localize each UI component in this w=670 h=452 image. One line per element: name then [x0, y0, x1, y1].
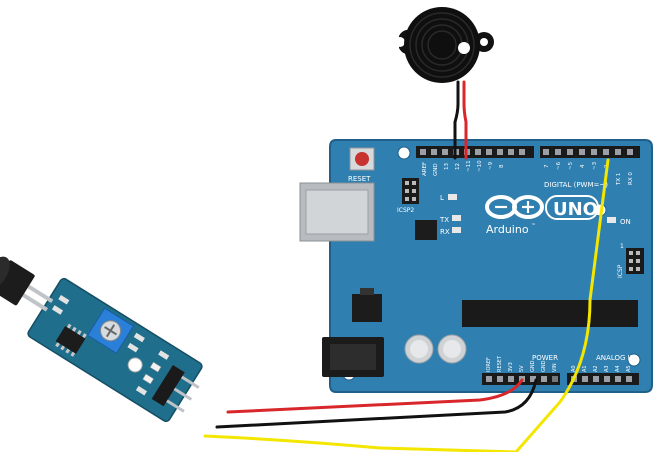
reset-button[interactable] — [349, 147, 375, 171]
led-on — [607, 217, 616, 223]
led-l — [448, 194, 457, 200]
pin-label-8: 8 — [499, 164, 505, 168]
atmega-microcontroller — [462, 300, 638, 327]
arduino-logo-icon — [485, 195, 544, 219]
smd-resistor — [51, 305, 64, 315]
analog-pin-label: A3 — [604, 365, 610, 372]
power-pin-label: 5V — [519, 365, 525, 372]
uno-badge — [545, 195, 599, 220]
pin-label-4: 4 — [580, 164, 586, 168]
digital-pwm-label: DIGITAL (PWM=~) — [544, 181, 608, 189]
potentiometer — [86, 307, 135, 354]
pin-label-9: ~9 — [488, 161, 494, 170]
power-pin-label: GND — [530, 360, 536, 372]
pin-label-aref: AREF — [422, 162, 428, 176]
power-pin-label: RESET — [497, 355, 503, 372]
pin-label-10: ~10 — [477, 160, 483, 172]
dc-power-jack — [322, 337, 384, 377]
reset-label: RESET — [348, 175, 371, 183]
icsp2-header — [402, 178, 419, 204]
icsp-header — [626, 248, 644, 274]
pin-label-rx: RX 0 — [628, 172, 634, 185]
digital-header-right — [540, 146, 640, 158]
led-rx — [452, 227, 461, 233]
usb-connector — [299, 182, 375, 242]
gnd-black-wire — [215, 378, 538, 429]
trademark-label: ™ — [531, 223, 536, 229]
icsp-pin1-label: 1 — [620, 243, 624, 250]
analog-header — [567, 373, 639, 385]
logo-minus-plus-icon — [495, 201, 534, 213]
pin-label-tx: TX 1 — [616, 173, 622, 186]
icsp-label: ICSP — [617, 264, 624, 278]
ir-flame-receiver — [0, 256, 54, 312]
capacitor — [404, 334, 434, 364]
pin-label-5: ~5 — [568, 161, 574, 170]
sensor-header-pins — [151, 364, 200, 413]
arduino-uno-board: RESET ICSP2 — [299, 139, 653, 393]
led-rx-label: RX — [440, 228, 450, 236]
analog-pin-label: A2 — [593, 365, 599, 372]
led-tx — [452, 215, 461, 221]
analog-pin-label: A5 — [626, 365, 632, 372]
vcc-red-wire — [226, 378, 524, 414]
analog-in-label: ANALOG IN — [596, 354, 635, 362]
comparator-chip — [55, 323, 87, 357]
power-pin-label: VIN — [552, 363, 558, 372]
pin-label-gnd: GND — [433, 163, 439, 176]
pin-label-13: 13 — [444, 163, 450, 170]
power-pin-label: IOREF — [486, 357, 492, 372]
uno-label: UNO — [553, 199, 598, 220]
pin-label-7: 7 — [544, 164, 550, 168]
icsp2-label: ICSP2 — [397, 207, 414, 214]
signal-yellow-wire — [203, 158, 610, 452]
led-tx-label: TX — [439, 216, 449, 224]
mounting-hole — [627, 353, 641, 367]
capacitor — [437, 334, 467, 364]
wires — [203, 80, 610, 452]
pin-label-3: ~3 — [592, 161, 598, 170]
analog-pin-label: A1 — [582, 365, 588, 372]
power-led — [142, 373, 154, 385]
analog-pin-label: A4 — [615, 365, 621, 372]
buzzer-red-wire — [462, 80, 468, 160]
power-label: POWER — [532, 354, 558, 362]
smd-resistor — [133, 332, 145, 343]
mounting-hole — [397, 146, 411, 160]
smd-resistor — [135, 385, 148, 396]
smd-resistor — [58, 294, 70, 305]
flame-sensor-module — [0, 256, 203, 423]
smd-resistor — [127, 342, 139, 353]
digital-header-left — [416, 146, 534, 158]
led-l-label: L — [440, 194, 444, 202]
pin-label-11: ~11 — [466, 160, 472, 172]
analog-pin-label: A0 — [571, 365, 577, 372]
power-pin-label: GND — [541, 360, 547, 372]
sensor-mounting-hole — [127, 357, 143, 373]
voltage-regulator — [352, 288, 382, 322]
buzzer-black-wire — [453, 80, 460, 160]
piezo-buzzer — [395, 7, 494, 83]
status-led — [149, 361, 162, 373]
smd-resistor — [158, 350, 170, 360]
usb-interface-chip — [415, 220, 437, 240]
pin-label-6: ~6 — [556, 161, 562, 170]
brand-label: Arduino — [486, 223, 529, 236]
power-pin-label: 3V3 — [508, 362, 514, 372]
pin-label-12: 12 — [455, 163, 461, 170]
led-on-label: ON — [620, 218, 631, 226]
